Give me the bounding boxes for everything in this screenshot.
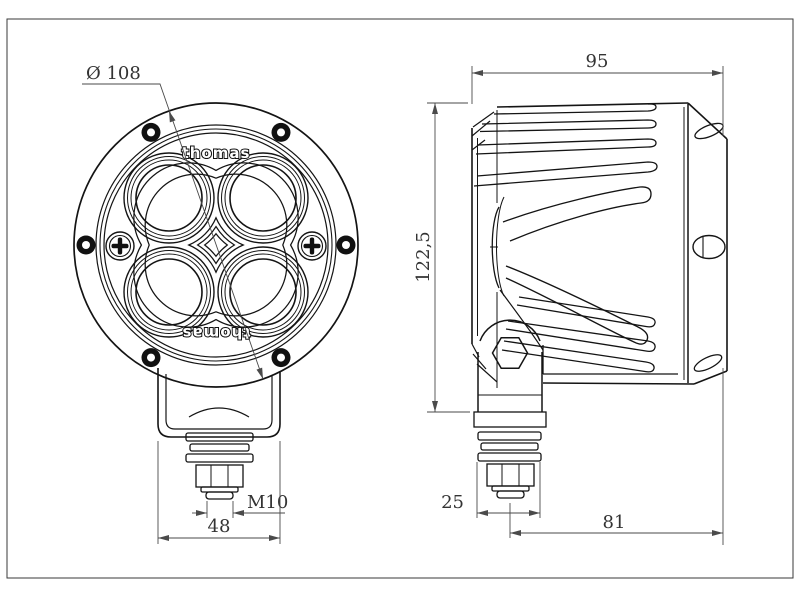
mounting-holes: [76, 122, 356, 368]
depth-label: 95: [586, 51, 609, 72]
height-label: 122,5: [413, 231, 434, 283]
dimension-diameter: Ø 108: [82, 63, 264, 380]
pivot-knuckle: [479, 319, 541, 369]
lens-array: [123, 152, 309, 338]
mount-offset-label: 81: [603, 512, 626, 533]
bracket-width-label: 48: [208, 516, 231, 537]
dimensions: Ø 108 M10 48 95: [82, 51, 724, 545]
hex-bolt-head: [491, 337, 529, 369]
dimension-washer-width: 25: [441, 462, 541, 518]
dimension-depth: 95: [471, 51, 724, 545]
bolt-stack-front: [185, 432, 254, 500]
mounting-bracket-front: [157, 368, 281, 438]
lens: [123, 152, 215, 244]
side-view: [471, 102, 728, 499]
phillips-screw-right: [297, 231, 327, 261]
lens: [217, 152, 309, 244]
front-bezel-profile: [471, 110, 498, 388]
dimension-bracket-width: 48: [157, 441, 281, 544]
thread-label: M10: [247, 492, 288, 513]
bottom-cooling-fins: [499, 289, 656, 373]
housing-outline: [496, 102, 728, 385]
rear-slots: [692, 122, 726, 372]
front-view: thomas thomas: [73, 102, 359, 500]
lens: [123, 246, 215, 338]
washer-width-label: 25: [441, 492, 464, 513]
pedestal-and-bolt-side: [473, 352, 547, 499]
dimension-height: 122,5: [413, 102, 470, 413]
top-cooling-fins: [473, 103, 658, 187]
phillips-screw-left: [105, 231, 135, 261]
brand-text-top: thomas: [182, 144, 251, 162]
reflector-profile: [490, 186, 652, 345]
dimension-mount-offset: 81: [509, 503, 723, 538]
diameter-label: Ø 108: [86, 63, 141, 84]
flange-rings: [73, 102, 359, 388]
lens: [217, 246, 309, 338]
drawing-frame: [6, 18, 794, 579]
brand-text-bottom: thomas: [182, 324, 251, 342]
dimension-thread: M10: [192, 492, 288, 518]
